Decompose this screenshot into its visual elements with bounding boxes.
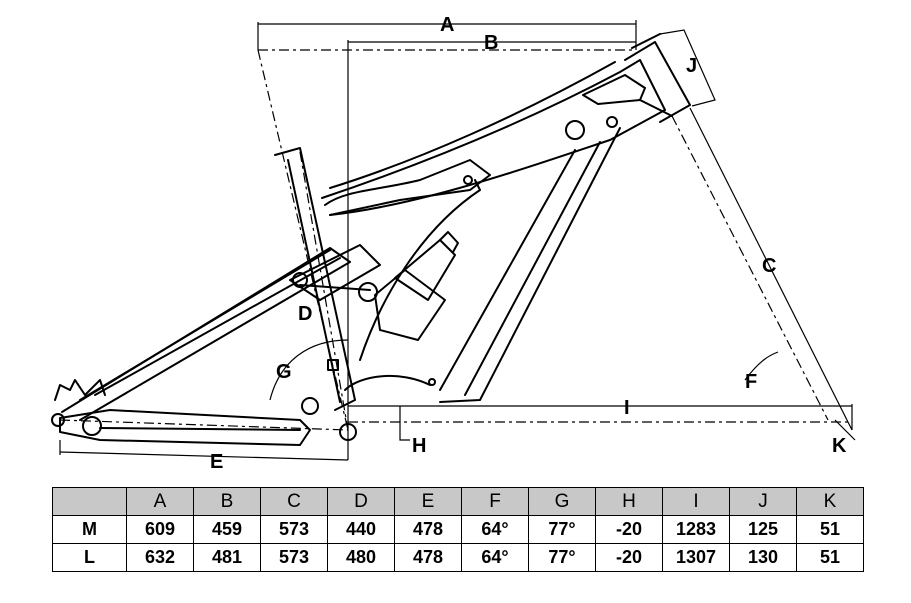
- table-cell: 64°: [461, 543, 529, 572]
- table-row: L 632 481 573 480 478 64° 77° -20 1307 1…: [52, 543, 864, 572]
- column-header-B: B: [193, 487, 261, 516]
- column-header-A: A: [126, 487, 194, 516]
- table-cell: 632: [126, 543, 194, 572]
- label-C: C: [762, 255, 776, 277]
- table-cell: 480: [327, 543, 395, 572]
- label-D: D: [298, 303, 312, 325]
- label-K: K: [832, 435, 847, 457]
- top-tube: [321, 59, 666, 216]
- column-header-G: G: [528, 487, 596, 516]
- table-cell: 440: [327, 515, 395, 544]
- table-row: M 609 459 573 440 478 64° 77° -20 1283 1…: [52, 515, 864, 544]
- label-B: B: [484, 32, 498, 54]
- table-cell: 125: [729, 515, 797, 544]
- table-cell: -20: [595, 543, 663, 572]
- column-header-E: E: [394, 487, 462, 516]
- table-corner-cell: [52, 487, 127, 516]
- table-cell: -20: [595, 515, 663, 544]
- label-A: A: [440, 14, 454, 36]
- frame-drawing: A B C D E F G H I J K: [51, 14, 856, 473]
- label-F: F: [745, 371, 757, 393]
- table-cell: 478: [394, 515, 462, 544]
- label-G: G: [276, 361, 292, 383]
- column-header-H: H: [595, 487, 663, 516]
- column-header-C: C: [260, 487, 328, 516]
- label-E: E: [210, 451, 223, 473]
- water-bottle-icon: [374, 231, 459, 341]
- table-cell: 51: [796, 543, 864, 572]
- table-cell: 459: [193, 515, 261, 544]
- table-cell: 77°: [528, 543, 596, 572]
- row-size-label: L: [52, 543, 127, 572]
- row-size-label: M: [52, 515, 127, 544]
- table-cell: 64°: [461, 515, 529, 544]
- table-cell: 478: [394, 543, 462, 572]
- dimension-labels: A B C D E F G H I J K: [210, 14, 847, 473]
- column-header-J: J: [729, 487, 797, 516]
- frame-geometry-diagram: A B C D E F G H I J K: [51, 14, 856, 473]
- column-header-D: D: [327, 487, 395, 516]
- table-cell: 481: [193, 543, 261, 572]
- table-cell: 130: [729, 543, 797, 572]
- seat-tube: [274, 147, 356, 411]
- table-header-row: A B C D E F G H I J K: [52, 487, 864, 516]
- table-cell: 77°: [528, 515, 596, 544]
- table-cell: 1283: [662, 515, 730, 544]
- table-cell: 51: [796, 515, 864, 544]
- column-header-I: I: [662, 487, 730, 516]
- table-cell: 573: [260, 515, 328, 544]
- geometry-table: A B C D E F G H I J K M 609 459 573 440 …: [52, 487, 864, 572]
- head-tube: [624, 41, 691, 123]
- table-cell: 1307: [662, 543, 730, 572]
- label-I: I: [624, 397, 630, 419]
- down-tube: [439, 127, 621, 403]
- label-J: J: [686, 55, 697, 77]
- chain-stay: [59, 409, 311, 446]
- table-cell: 609: [126, 515, 194, 544]
- label-H: H: [412, 435, 426, 457]
- column-header-K: K: [796, 487, 864, 516]
- table-cell: 573: [260, 543, 328, 572]
- column-header-F: F: [461, 487, 529, 516]
